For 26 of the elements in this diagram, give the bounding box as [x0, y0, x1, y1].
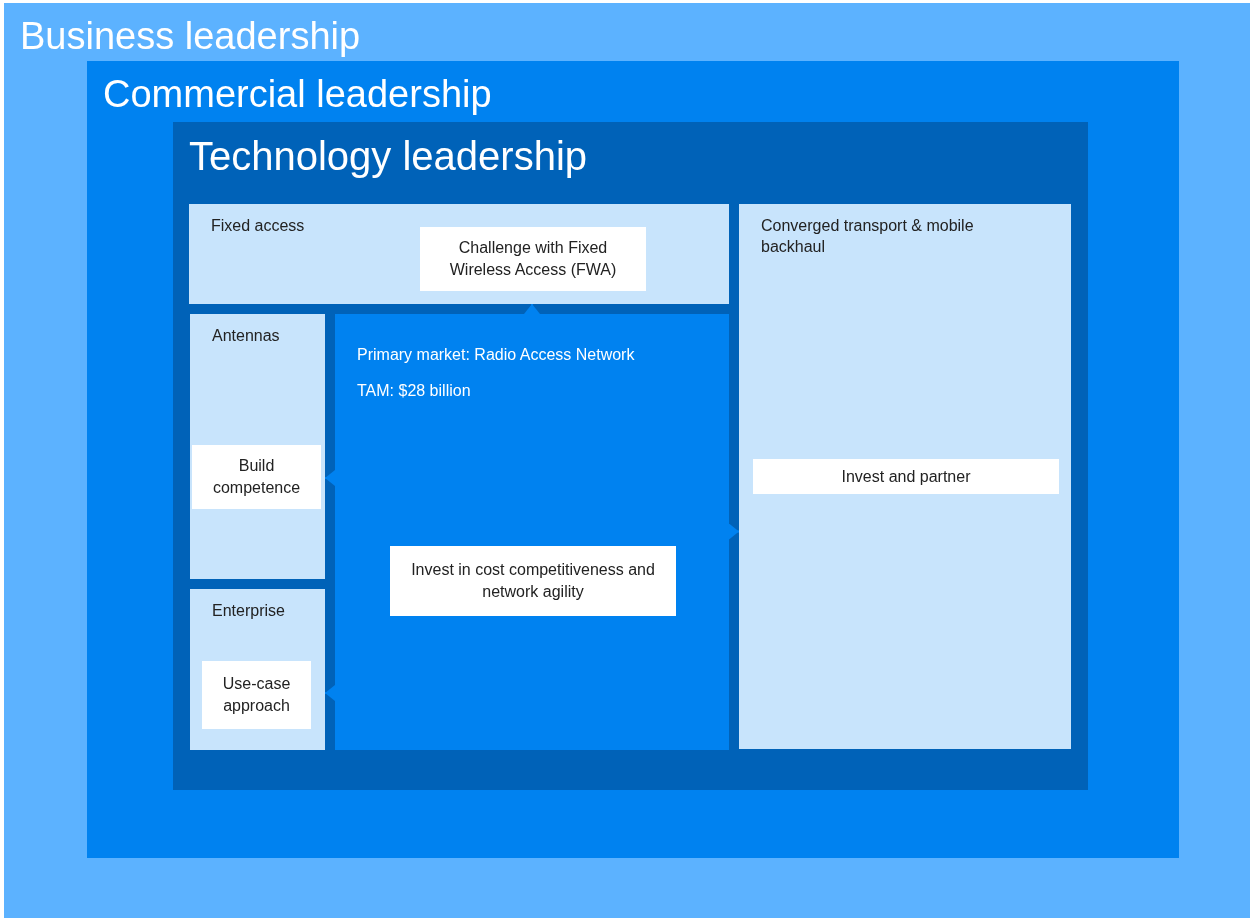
band-title: Business leadership	[20, 15, 361, 58]
market-text: TAM: $28 billion	[357, 382, 471, 400]
panel-title: Enterprise	[212, 601, 286, 621]
action-box: Use-case approach	[202, 661, 311, 729]
arrow	[728, 523, 740, 540]
segment-panel	[190, 589, 325, 750]
leadership-band	[4, 3, 1250, 918]
band-title: Commercial leadership	[103, 73, 492, 116]
segment-panel	[189, 204, 729, 304]
band-title: Technology leadership	[189, 134, 588, 179]
panel-title: Fixed access	[211, 216, 306, 236]
leadership-band	[173, 122, 1088, 790]
panel-title: Converged transport & mobile backhaul	[761, 216, 975, 257]
panel-title: Antennas	[212, 326, 281, 346]
action-box: Invest in cost competitiveness and network agility	[390, 546, 676, 616]
market-text: Primary market: Radio Access Network	[357, 346, 635, 364]
market-panel	[335, 314, 729, 750]
segment-panel	[739, 204, 1071, 749]
arrow	[524, 303, 540, 315]
arrow	[324, 470, 336, 486]
arrow	[324, 685, 336, 701]
segment-panel	[190, 314, 325, 579]
leadership-band	[87, 61, 1179, 858]
action-box: Build competence	[192, 445, 321, 509]
action-box: Invest and partner	[753, 459, 1059, 494]
action-box: Challenge with Fixed Wireless Access (FWA)	[420, 227, 646, 291]
